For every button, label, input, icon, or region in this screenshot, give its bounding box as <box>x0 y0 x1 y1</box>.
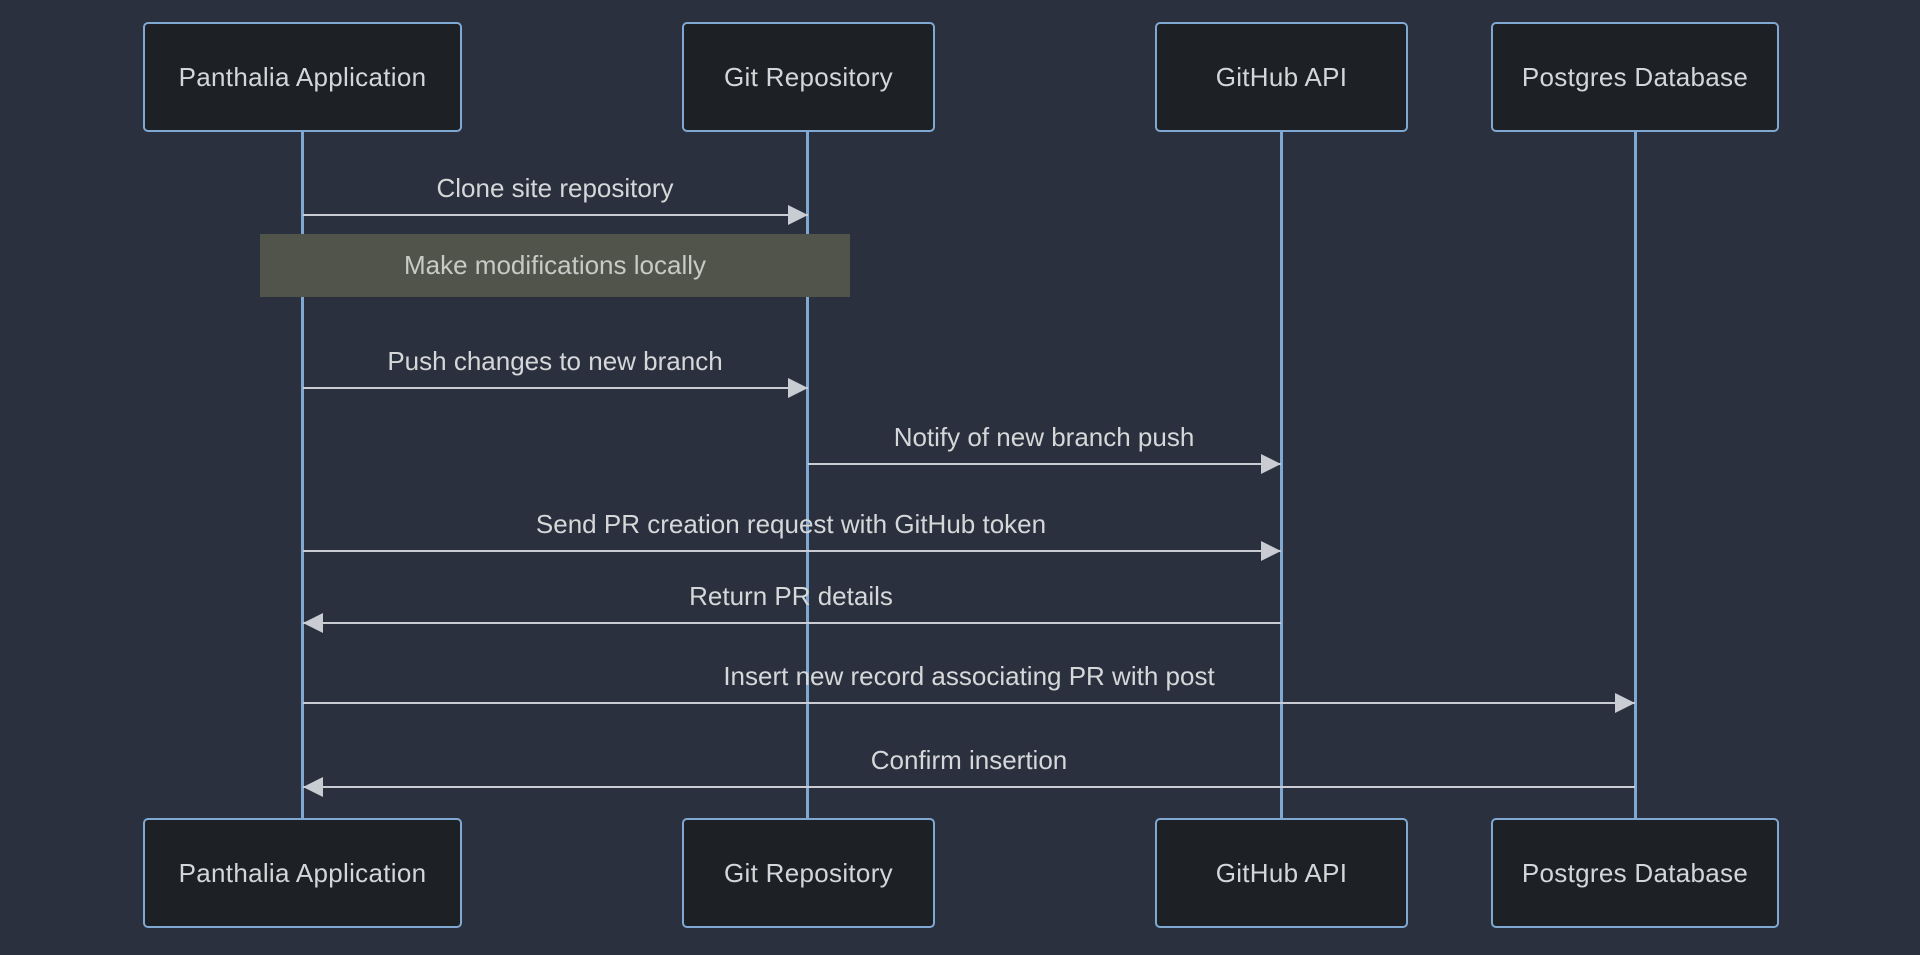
actor-box-panthalia-top: Panthalia Application <box>143 22 462 132</box>
message-label: Confirm insertion <box>870 745 1068 775</box>
arrowhead-right-icon <box>1615 693 1635 713</box>
actor-box-postgres-bottom: Postgres Database <box>1491 818 1779 928</box>
message-label: Push changes to new branch <box>387 346 723 376</box>
arrowhead-right-icon <box>1261 454 1281 474</box>
message-label: Notify of new branch push <box>893 422 1195 452</box>
lifeline-git <box>806 130 809 820</box>
arrowhead-right-icon <box>788 378 808 398</box>
lifeline-postgres <box>1634 130 1637 820</box>
message-label: Insert new record associating PR with po… <box>723 661 1215 691</box>
actor-box-panthalia-bottom: Panthalia Application <box>143 818 462 928</box>
lifeline-github <box>1280 130 1283 820</box>
actor-label-git: Git Repository <box>724 61 893 92</box>
lifeline-panthalia <box>301 130 304 820</box>
actor-label-postgres: Postgres Database <box>1521 61 1749 92</box>
actor-label-github: GitHub API <box>1215 61 1348 92</box>
message-label: Clone site repository <box>436 173 674 203</box>
note-box: Make modifications locally <box>260 234 850 297</box>
actor-label-git: Git Repository <box>724 857 893 888</box>
message-arrow-line <box>303 702 1635 704</box>
actor-box-postgres-top: Postgres Database <box>1491 22 1779 132</box>
actor-box-github-bottom: GitHub API <box>1155 818 1408 928</box>
actor-box-git-bottom: Git Repository <box>682 818 935 928</box>
message-arrow-line <box>303 214 808 216</box>
actor-label-postgres: Postgres Database <box>1521 857 1749 888</box>
arrowhead-right-icon <box>1261 541 1281 561</box>
message-arrow-line <box>808 463 1281 465</box>
actor-box-git-top: Git Repository <box>682 22 935 132</box>
arrowhead-left-icon <box>303 613 323 633</box>
arrowhead-right-icon <box>788 205 808 225</box>
message-arrow-line <box>303 387 808 389</box>
actor-label-github: GitHub API <box>1215 857 1348 888</box>
actor-label-panthalia: Panthalia Application <box>178 61 427 92</box>
actor-label-panthalia: Panthalia Application <box>178 857 427 888</box>
note-label: Make modifications locally <box>403 250 706 280</box>
message-arrow-line <box>303 622 1281 624</box>
message-label: Return PR details <box>689 581 893 611</box>
message-arrow-line <box>303 550 1281 552</box>
actor-box-github-top: GitHub API <box>1155 22 1408 132</box>
arrowhead-left-icon <box>303 777 323 797</box>
message-arrow-line <box>303 786 1635 788</box>
message-label: Send PR creation request with GitHub tok… <box>535 509 1047 539</box>
